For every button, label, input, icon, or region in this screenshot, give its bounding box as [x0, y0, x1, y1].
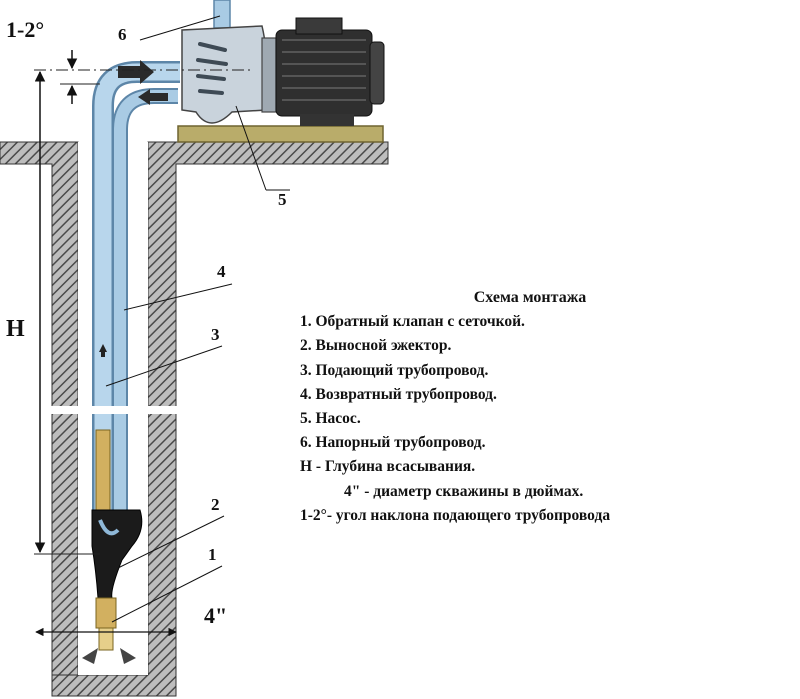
legend-item-angle: 1-2°- угол наклона подающего трубопровод…: [300, 506, 611, 524]
check-valve: [95, 597, 117, 629]
well-assembly: [82, 429, 143, 664]
pressure-pipe: [213, 0, 231, 29]
leader-6: [139, 15, 221, 41]
leader-1: [111, 565, 223, 623]
up-arrow-icon: [99, 344, 107, 357]
pump-base: [177, 125, 384, 143]
callout-5: 5: [278, 190, 287, 209]
flow-arrow-in-icon: [118, 60, 154, 84]
ejector: [91, 509, 143, 599]
callout-6: 6: [118, 25, 127, 44]
legend-item-h: Н - Глубина всасывания.: [300, 458, 476, 476]
dimensions: [34, 15, 290, 637]
pump: [177, 17, 385, 143]
legend-item-3: 3. Подающий трубопровод.: [300, 361, 489, 379]
legend-title: Схема монтажа: [473, 289, 587, 306]
flow-arrow-out-icon: [138, 89, 168, 105]
pump-flange: [261, 37, 277, 113]
callout-3: 3: [211, 325, 220, 344]
inflow-arrow-right-icon: [120, 648, 136, 664]
legend-item-diameter: 4" - диаметр скважины в дюймах.: [344, 482, 584, 500]
callout-1: 1: [208, 545, 217, 564]
terminal-box: [295, 17, 343, 35]
legend-item-2: 2. Выносной эжектор.: [300, 337, 452, 355]
pump-body: [181, 25, 269, 124]
callout-2: 2: [211, 495, 220, 514]
pump-motor: [275, 29, 373, 117]
strainer: [98, 627, 114, 651]
legend-item-1: 1. Обратный клапан с сеточкой.: [300, 313, 525, 331]
angle-label: 1-2°: [6, 17, 44, 42]
legend: Схема монтажа 1. Обратный клапан с сеточ…: [300, 286, 770, 528]
depth-label: H: [6, 316, 25, 342]
leader-5: [235, 105, 267, 191]
pump-foot: [300, 114, 354, 126]
legend-item-6: 6. Напорный трубопровод.: [300, 434, 486, 452]
pipes: [48, 0, 231, 515]
leader-4: [123, 283, 233, 311]
inflow-arrow-left-icon: [82, 648, 98, 664]
diameter-label: 4": [204, 603, 227, 628]
motor-end-cap: [369, 41, 385, 105]
callout-4: 4: [217, 262, 226, 281]
leader-2: [117, 515, 225, 569]
legend-item-5: 5. Насос.: [300, 410, 361, 428]
leader-3: [105, 345, 223, 387]
legend-item-4: 4. Возвратный трубопровод.: [300, 385, 497, 403]
filter-tube: [95, 429, 111, 511]
